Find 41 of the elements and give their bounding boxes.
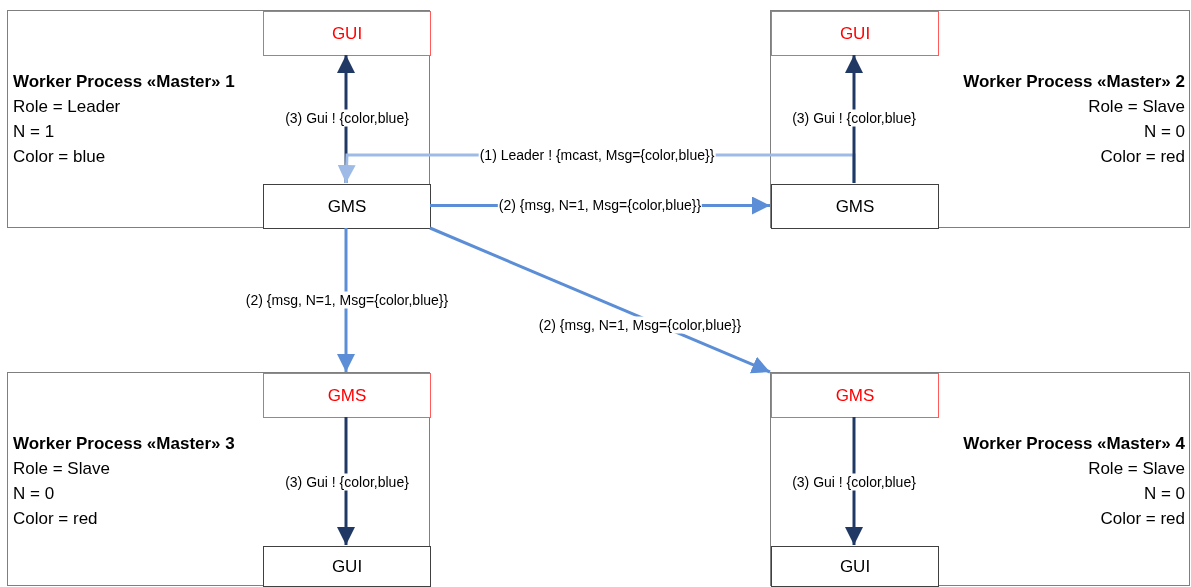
edge-label: (3) Gui ! {color,blue} <box>284 109 410 127</box>
arrow <box>429 226 771 374</box>
module-box: GUI <box>771 546 939 587</box>
edge-label: (3) Gui ! {color,blue} <box>284 473 410 491</box>
module-box: GUI <box>263 11 431 56</box>
process-title: Worker Process «Master» 1 <box>13 71 235 93</box>
process-box <box>770 372 1190 586</box>
edge-label: (1) Leader ! {mcast, Msg={color,blue}} <box>478 146 716 164</box>
process-box <box>770 10 1190 228</box>
process-attribute: Role = Slave <box>1088 96 1185 118</box>
module-box: GMS <box>263 184 431 229</box>
edge-label: (2) {msg, N=1, Msg={color,blue}} <box>537 316 743 334</box>
edge-label: (3) Gui ! {color,blue} <box>791 109 917 127</box>
process-attribute: Color = red <box>1100 146 1185 168</box>
process-attribute: N = 0 <box>1143 483 1185 505</box>
edge-label: (3) Gui ! {color,blue} <box>791 473 917 491</box>
process-attribute: N = 0 <box>1143 121 1185 143</box>
process-box <box>7 372 430 586</box>
arrow <box>845 55 863 183</box>
module-box: GMS <box>771 184 939 229</box>
process-box <box>7 10 430 228</box>
module-box: GUI <box>771 11 939 56</box>
process-attribute: Color = blue <box>13 146 106 168</box>
arrow <box>845 417 863 545</box>
process-attribute: Role = Leader <box>13 96 121 118</box>
module-box: GMS <box>771 373 939 418</box>
arrow <box>337 417 355 545</box>
module-box: GUI <box>263 546 431 587</box>
edge-label: (2) {msg, N=1, Msg={color,blue}} <box>497 196 703 214</box>
edge-label: (2) {msg, N=1, Msg={color,blue}} <box>244 291 450 309</box>
process-attribute: Role = Slave <box>1088 458 1185 480</box>
process-attribute: N = 0 <box>13 483 55 505</box>
module-box: GMS <box>263 373 431 418</box>
process-attribute: N = 1 <box>13 121 55 143</box>
process-attribute: Color = red <box>1100 508 1185 530</box>
process-title: Worker Process «Master» 2 <box>963 71 1185 93</box>
process-title: Worker Process «Master» 4 <box>963 433 1185 455</box>
process-attribute: Color = red <box>13 508 98 530</box>
arrow <box>337 228 355 372</box>
process-attribute: Role = Slave <box>13 458 110 480</box>
process-title: Worker Process «Master» 3 <box>13 433 235 455</box>
